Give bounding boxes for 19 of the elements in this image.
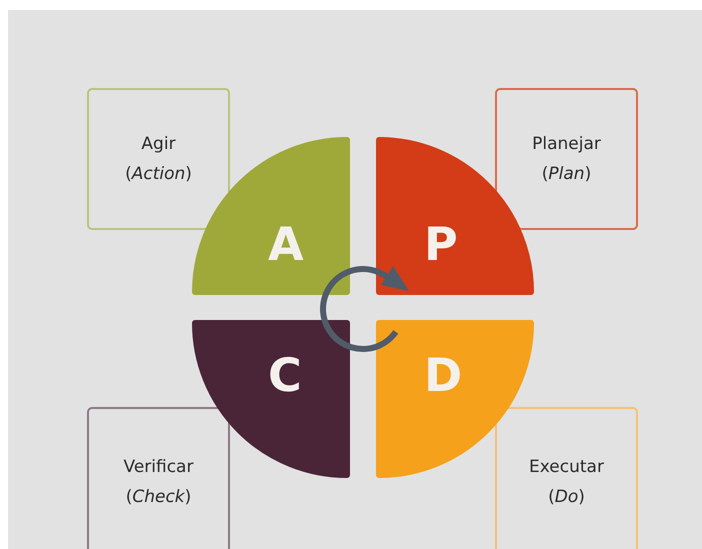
label-box [87, 88, 230, 230]
quarter-segment [192, 137, 350, 295]
label-box [495, 407, 638, 549]
quarter-segment [192, 320, 350, 478]
segment-letter: C [268, 352, 302, 398]
segment-letter: A [268, 221, 304, 267]
step-label: Executar [529, 456, 604, 479]
segment-letter: D [424, 352, 462, 398]
step-label: Planejar [532, 133, 601, 156]
quarter-segment [376, 137, 534, 295]
label-box [87, 407, 230, 549]
step-label: Verificar [124, 456, 194, 479]
step-label: (Do) [548, 486, 585, 509]
label-box [495, 88, 638, 230]
step-label: (Action) [125, 163, 192, 186]
step-label: (Plan) [542, 163, 592, 186]
step-label: Agir [141, 133, 176, 156]
segment-letter: P [424, 221, 458, 267]
step-label: (Check) [126, 486, 192, 509]
